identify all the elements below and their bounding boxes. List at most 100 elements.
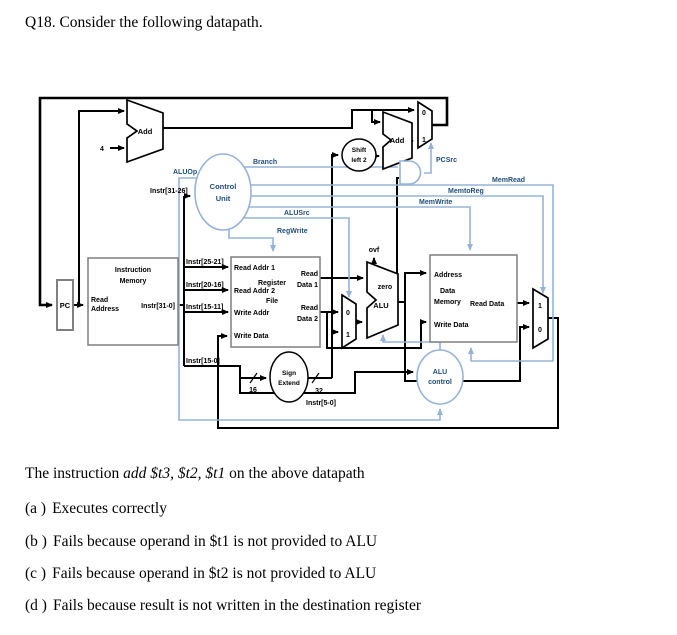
mux-memtoreg-1: 1 (538, 303, 542, 310)
wire-pc-feedback (38, 96, 449, 308)
pc-box (56, 279, 74, 331)
bus-instr1511: Instr[15-11] (186, 304, 223, 311)
wire-aluresult-to-mux0 (404, 302, 530, 382)
dmem-readdata: Read Data (470, 301, 504, 308)
wire-pcplus4-to-mux (163, 107, 415, 129)
question-prefix: The instruction (25, 465, 124, 482)
mux-alusrc (341, 293, 357, 350)
rf-title-2: File (266, 298, 278, 305)
rf-title-1: Register (258, 280, 286, 287)
signal-alusrc: ALUSrc (284, 210, 310, 217)
wire-writeback (217, 317, 559, 429)
alucontrol-label-1: ALU (433, 369, 447, 376)
option-c: (c ) Fails because operand in $t2 is not … (25, 565, 376, 583)
control-unit-label-1: Control (210, 182, 237, 191)
imem-title-1: Instruction (115, 267, 151, 274)
option-c-text: Fails because operand in $t2 is not prov… (52, 565, 377, 582)
unit-shapes (56, 98, 549, 405)
and-gate (399, 160, 422, 185)
wire-memread (250, 184, 554, 362)
width-32: 32 (315, 388, 323, 395)
wire-alucontrol-to-alu (380, 334, 441, 351)
shift-label-1: Shift (352, 147, 367, 154)
wire-pc-to-add1 (78, 108, 125, 305)
slash-32 (311, 372, 320, 384)
imem-output: Instr[31-0] (141, 303, 175, 310)
alucontrol-label-2: control (428, 379, 452, 386)
imem-title-2: Memory (120, 278, 147, 285)
dmem-title-2: Memory (434, 299, 461, 306)
signal-memwrite: MemWrite (419, 199, 452, 206)
dmem-title-1: Data (440, 288, 455, 295)
signal-memtoreg: MemtoReg (448, 188, 484, 195)
bus-instr50: Instr[5-0] (306, 400, 336, 407)
signal-branch: Branch (253, 159, 277, 166)
add2-label: Add (390, 136, 405, 145)
bus-instr150: Instr[15-0] (186, 358, 220, 365)
rf-readdata1-b: Data 1 (297, 282, 318, 289)
option-d-text: Fails because result is not written in t… (52, 597, 421, 614)
alu-ovf: ovf (369, 247, 380, 254)
signal-instr3126: Instr[31-26] (150, 188, 188, 195)
dmem-address: Address (434, 272, 462, 279)
control-unit-label-2: Unit (216, 194, 231, 203)
mux-pcsrc (417, 100, 433, 150)
wire-zero-to-and (396, 177, 399, 275)
wire-instr150 (184, 365, 267, 381)
option-d-label: (d ) (25, 597, 47, 614)
page-title: Q18. Consider the following datapath. (25, 14, 263, 31)
rf-readaddr2: Read Addr 2 (234, 288, 275, 295)
dmem-writedata: Write Data (434, 322, 469, 329)
option-b-label: (b ) (25, 533, 47, 550)
wire-pcsrc (424, 142, 434, 174)
option-b-text: Fails because operand in $t1 is not prov… (52, 533, 378, 550)
rf-readaddr1: Read Addr 1 (234, 265, 275, 272)
option-a: (a ) Executes correctly (25, 500, 167, 518)
instruction-memory-box (87, 257, 179, 346)
control-unit-oval (194, 153, 252, 231)
wire-alusrc (243, 217, 352, 298)
imem-readaddr-1: Read (91, 297, 108, 304)
option-c-label: (c ) (25, 565, 47, 582)
signext-label-2: Extend (278, 380, 300, 387)
bus-instr2016: Instr[20-16] (186, 282, 224, 289)
wire-pcplus4-to-add2 (371, 110, 381, 125)
wire-readdata2-to-dmem (326, 312, 427, 349)
signal-regwrite: RegWrite (277, 228, 308, 235)
diagram-labels: PC Add Add 4 0 1 0 1 1 0 Shift left 2 Co… (60, 110, 542, 407)
add1-label: Add (138, 127, 153, 136)
option-b: (b ) Fails because operand in $t1 is not … (25, 533, 377, 551)
question-stem: The instruction add $t3, $t2, $t1 on the… (25, 465, 365, 483)
adder-pc4 (126, 98, 164, 164)
wire-instr50-to-alucontrol (239, 369, 414, 394)
imem-readaddr-2: Address (91, 306, 119, 313)
register-file-box (230, 256, 321, 348)
signal-aluop: ALUOp (173, 169, 197, 176)
signext-label-1: Sign (282, 370, 296, 377)
slash-16 (249, 372, 258, 384)
question-instruction: add $t3, $t2, $t1 (123, 465, 226, 482)
option-a-label: (a ) (25, 500, 47, 517)
adder-branch (382, 110, 413, 171)
alu-control-oval (416, 349, 464, 405)
width-16: 16 (249, 387, 257, 394)
mux-memtoreg (532, 287, 549, 350)
data-memory-box (429, 254, 518, 343)
shift-left-2-oval (341, 138, 377, 172)
alu-name: ALU (373, 301, 388, 310)
mux-pcsrc-1: 1 (422, 137, 426, 144)
mux-memtoreg-0: 0 (538, 327, 542, 334)
sign-extend-oval (269, 351, 309, 403)
signal-pcsrc: PCSrc (436, 157, 457, 164)
signal-memread: MemRead (492, 177, 525, 184)
shift-label-2: left 2 (351, 157, 367, 164)
data-wires (38, 96, 559, 429)
mux-alusrc-1: 1 (346, 332, 350, 339)
bus-instr2521: Instr[25-21] (186, 259, 224, 266)
alu-shape (366, 260, 399, 340)
wire-aluop (178, 177, 443, 421)
option-a-text: Executes correctly (52, 500, 167, 517)
mux-pcsrc-0: 0 (422, 110, 426, 117)
